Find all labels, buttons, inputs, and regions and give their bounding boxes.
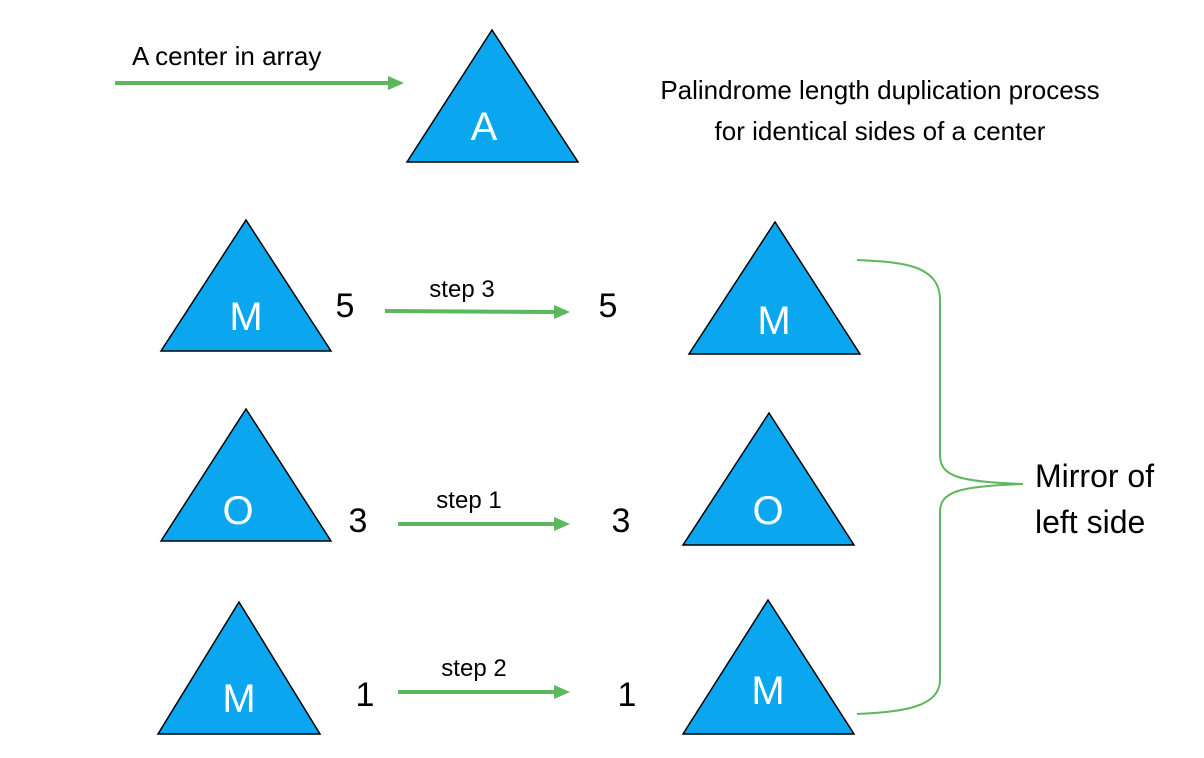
row-3: M 1 step 2 1 M (156, 598, 856, 735)
step-label: step 1 (436, 487, 501, 514)
right-length-number: 1 (618, 676, 637, 714)
left-triangle-letter: M (229, 295, 262, 339)
right-triangle (687, 220, 862, 355)
mirror-label-line-1: Mirror of (1035, 458, 1154, 494)
mirror-label-line-2: left side (1035, 504, 1145, 540)
step-label: step 3 (429, 276, 494, 303)
right-triangle (681, 411, 856, 546)
left-length-number: 5 (336, 287, 355, 325)
row-2: O 3 step 1 3 O (159, 407, 856, 546)
center-triangle-letter: A (471, 105, 498, 149)
left-triangle (159, 218, 333, 352)
left-length-number: 3 (349, 502, 368, 540)
description-line-1: Palindrome length duplication process (660, 75, 1099, 105)
step-arrow-head (554, 305, 570, 319)
step-arrow-head (554, 685, 570, 699)
mirror-brace (856, 259, 1024, 715)
center-triangle (405, 28, 580, 163)
center-label: A center in array (132, 41, 321, 71)
left-triangle-letter: O (222, 489, 253, 533)
left-triangle (156, 600, 322, 735)
right-triangle-letter: M (751, 669, 784, 713)
step-arrow (384, 309, 557, 314)
center-arrow-head (388, 76, 404, 90)
right-length-number: 5 (599, 287, 618, 325)
right-triangle (681, 598, 856, 735)
step-arrow-head (554, 517, 570, 531)
step-label: step 2 (441, 655, 506, 682)
left-triangle (159, 407, 333, 542)
right-triangle-letter: O (752, 489, 783, 533)
right-length-number: 3 (612, 502, 631, 540)
left-length-number: 1 (356, 676, 375, 714)
row-1: M 5 step 3 5 M (159, 218, 862, 355)
right-triangle-letter: M (757, 299, 790, 343)
left-triangle-letter: M (222, 677, 255, 721)
description-line-2: for identical sides of a center (715, 116, 1046, 146)
